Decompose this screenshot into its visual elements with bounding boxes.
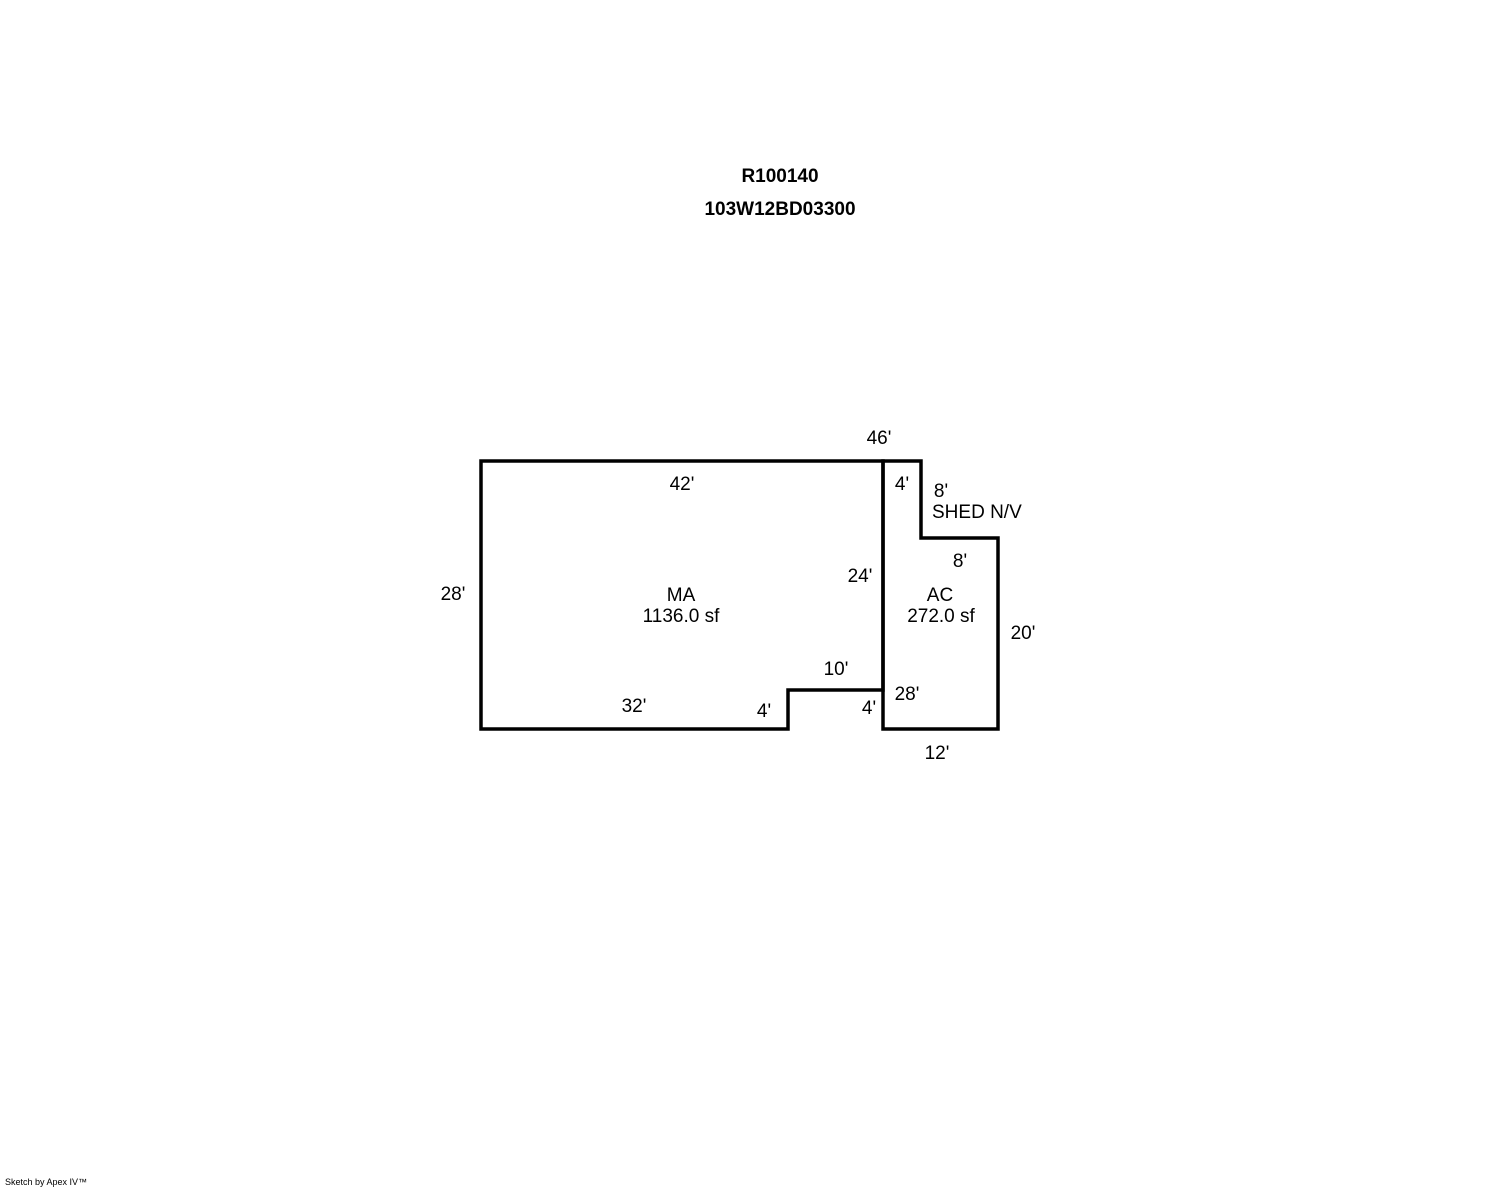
dim-attached-left: 28' <box>895 684 920 705</box>
dim-shed-height: 8' <box>934 481 948 502</box>
main-area-code: MA <box>667 585 696 606</box>
dim-attached-right: 20' <box>1011 623 1036 644</box>
dim-attached-bottom: 12' <box>925 743 950 764</box>
main-area-size: 1136.0 sf <box>643 606 720 627</box>
attached-area-outline <box>881 459 1000 731</box>
shed-label: SHED N/V <box>932 502 1022 523</box>
dim-main-bottom: 32' <box>622 696 647 717</box>
dim-top-total: 46' <box>867 428 892 449</box>
dim-notch-left: 4' <box>757 701 771 722</box>
dim-notch-top: 10' <box>824 659 849 680</box>
attached-area-size: 272.0 sf <box>907 606 975 627</box>
dim-shed-width: 4' <box>895 474 909 495</box>
attached-area-code: AC <box>927 585 953 606</box>
sketch-credit: Sketch by Apex IV™ <box>5 1177 88 1187</box>
map-number: 103W12BD03300 <box>704 199 856 220</box>
dim-main-top: 42' <box>670 474 695 495</box>
parcel-id: R100140 <box>741 166 819 187</box>
dim-notch-right: 4' <box>862 698 876 719</box>
dim-attached-step: 8' <box>953 551 967 572</box>
dim-main-left: 28' <box>441 584 466 605</box>
dim-main-right: 24' <box>848 566 873 587</box>
